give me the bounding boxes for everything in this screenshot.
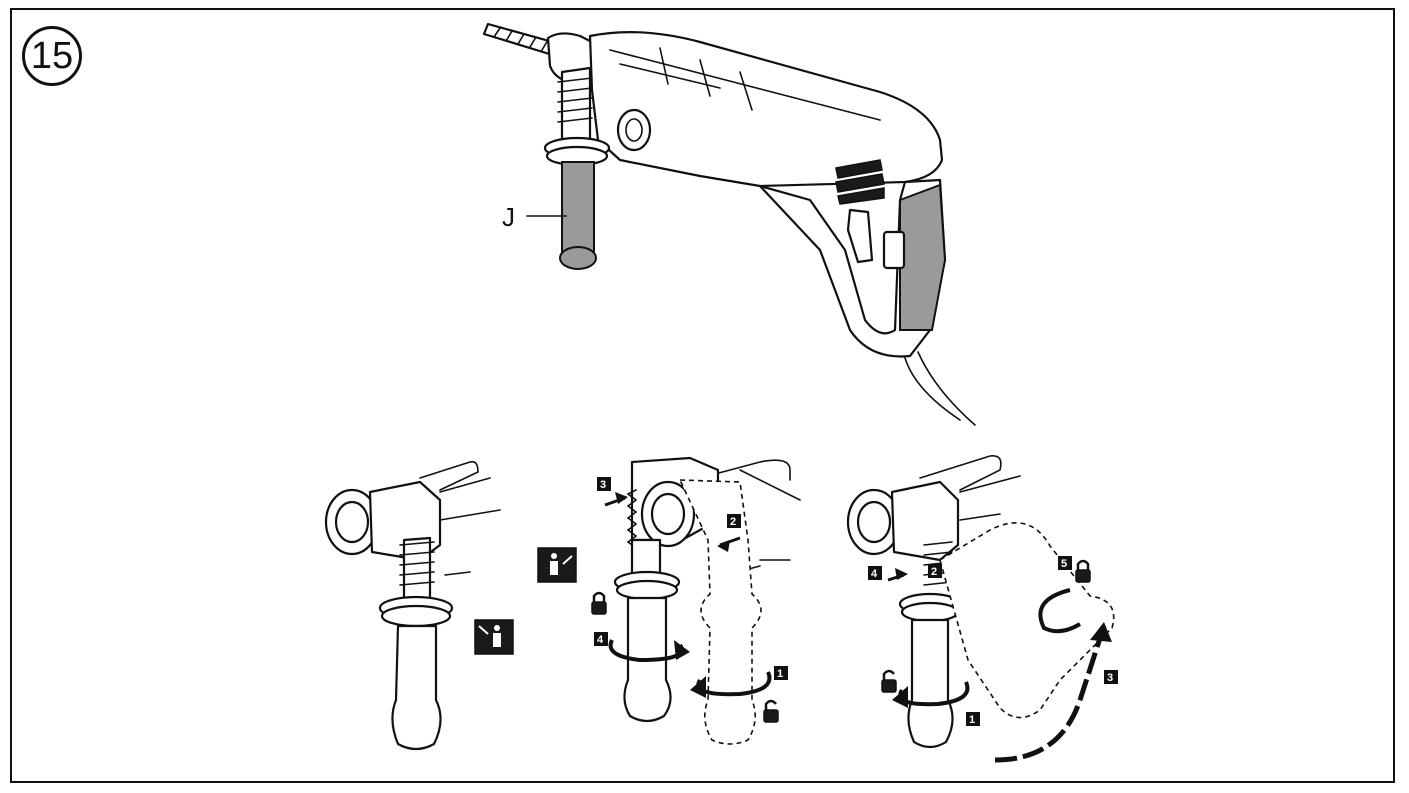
side-handle-swing-panel <box>846 454 1115 763</box>
person-pull-icon <box>474 619 514 655</box>
lock-open-icon <box>881 669 897 693</box>
step-badge: 4 <box>594 632 608 646</box>
step-badge: 1 <box>966 712 980 726</box>
svg-text:4: 4 <box>597 634 604 646</box>
step-badge: 2 <box>727 514 741 528</box>
svg-text:1: 1 <box>777 668 783 680</box>
svg-text:5: 5 <box>1061 558 1067 570</box>
svg-text:2: 2 <box>730 516 736 528</box>
step-badge: 5 <box>1058 556 1072 570</box>
lock-closed-icon <box>591 591 607 615</box>
step-badge: 4 <box>868 566 882 580</box>
handle-label: J <box>502 202 515 232</box>
lock-closed-icon <box>1075 559 1091 583</box>
step-badge: 3 <box>1104 670 1118 684</box>
person-push-icon <box>537 547 577 583</box>
svg-text:3: 3 <box>1107 672 1113 684</box>
drill-icon <box>482 22 976 426</box>
lock-open-icon <box>763 699 779 723</box>
svg-text:4: 4 <box>871 568 878 580</box>
side-handle-icon <box>324 460 501 751</box>
svg-text:2: 2 <box>931 566 937 578</box>
step-badge: 3 <box>597 477 611 491</box>
side-handle-rotate-panel <box>604 456 801 745</box>
step-badge: 1 <box>774 666 788 680</box>
svg-text:3: 3 <box>600 479 606 491</box>
svg-text:1: 1 <box>969 714 975 726</box>
figure-number: 15 <box>22 26 82 86</box>
step-badge: 2 <box>928 564 942 578</box>
